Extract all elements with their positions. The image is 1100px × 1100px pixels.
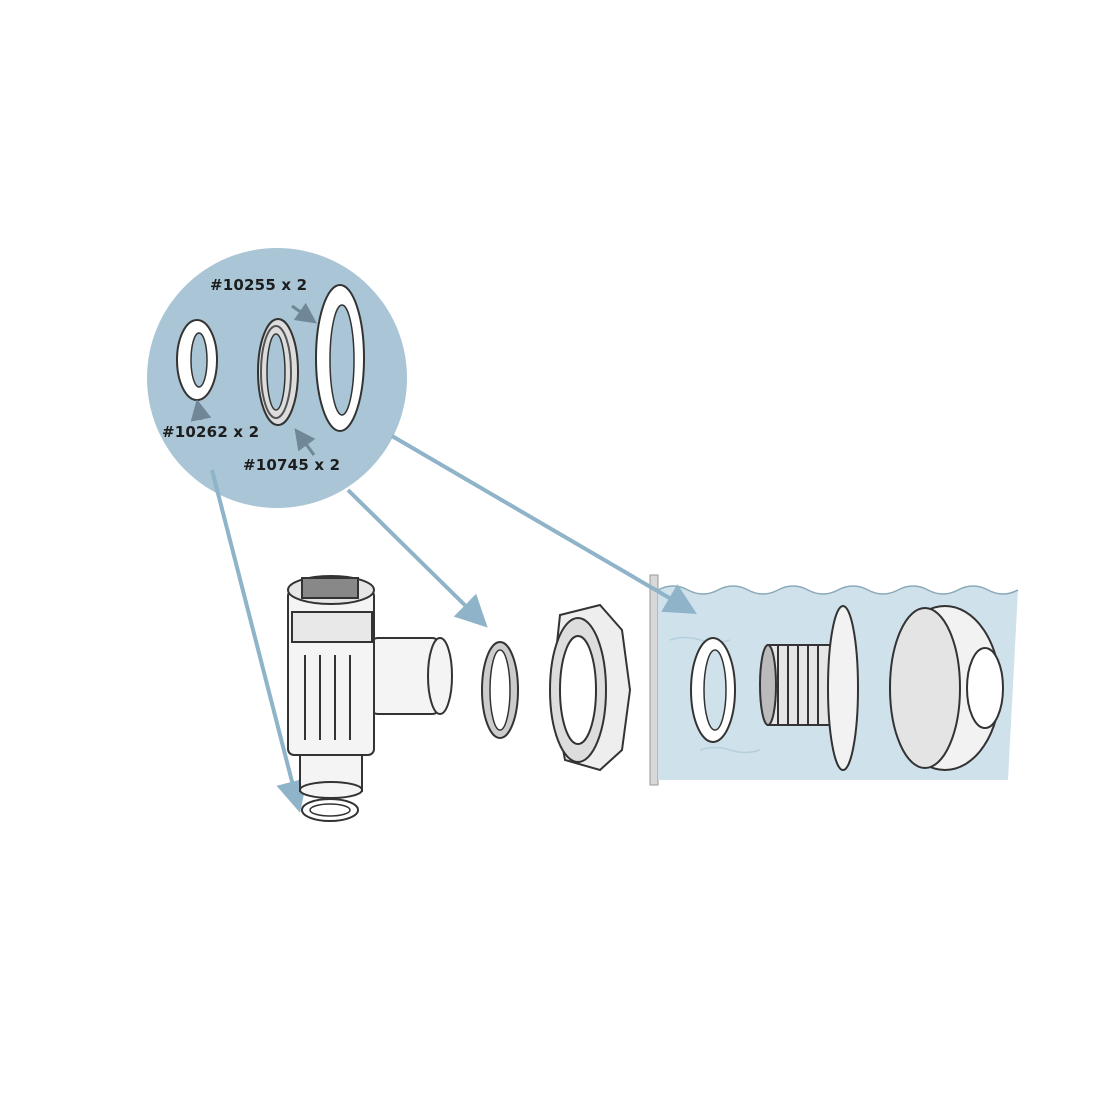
gasket-stepped-icon: [257, 318, 299, 426]
lock-nut-icon: [549, 603, 632, 772]
threaded-fitting-icon: [759, 605, 859, 771]
part-label-10745: #10745 x 2: [243, 456, 341, 474]
union-ring-icon: [481, 641, 519, 739]
part-label-10255: #10255 x 2: [210, 276, 308, 294]
gasket-large-icon: [315, 284, 365, 432]
valve-tee-icon: [287, 575, 453, 799]
arrow-to-bottom-ring: [210, 469, 308, 813]
pool-ring-icon: [690, 637, 736, 743]
arrow-to-union-ring: [346, 488, 488, 628]
inlet-cover-icon: [889, 605, 1004, 771]
gasket-small-icon: [176, 319, 218, 401]
arrow-to-pool-ring: [390, 434, 697, 615]
part-label-10262: #10262 x 2: [162, 423, 260, 441]
